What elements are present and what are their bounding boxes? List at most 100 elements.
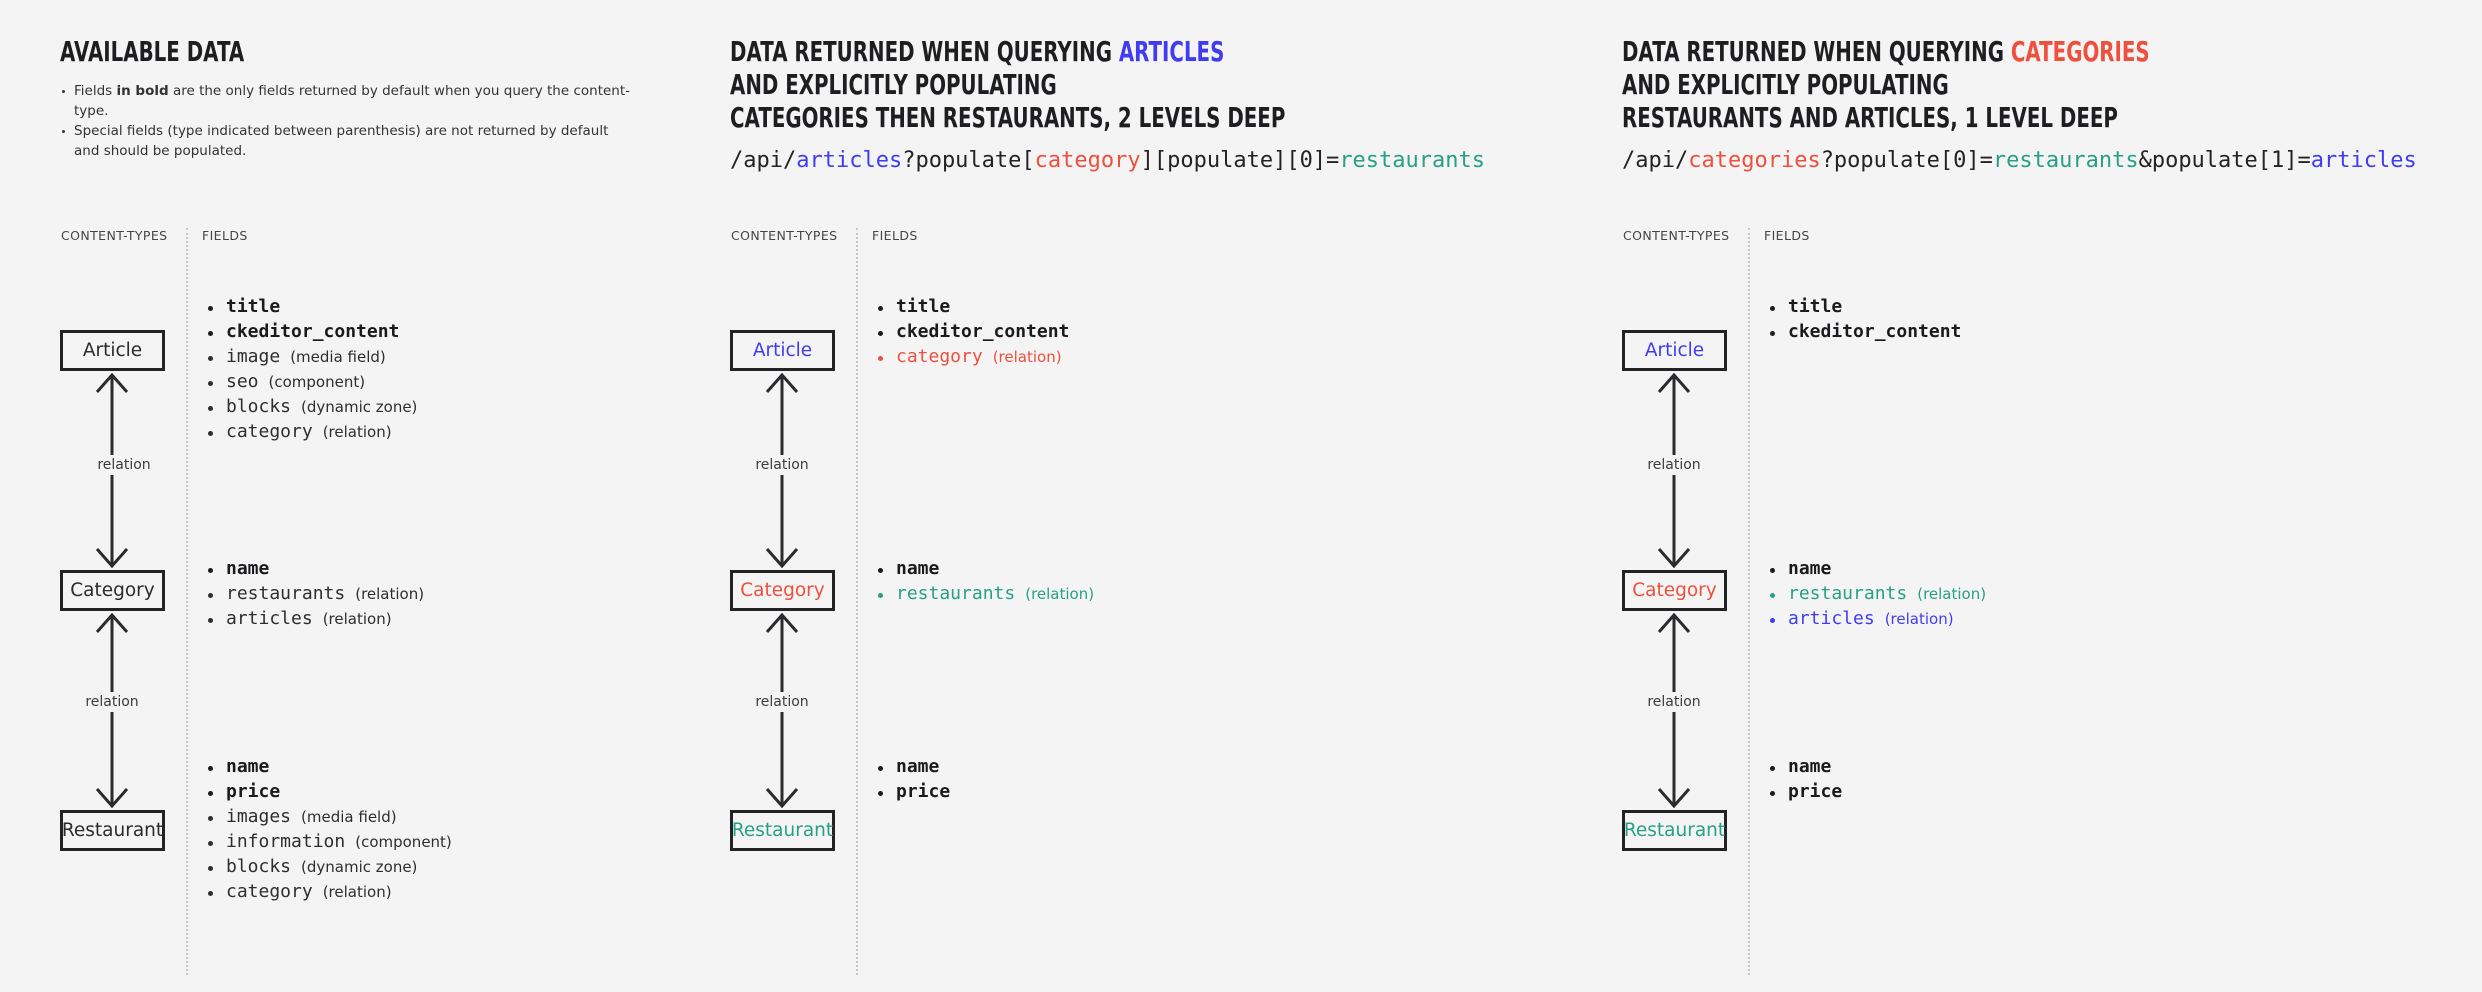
title-text: DATA RETURNED WHEN QUERYING xyxy=(1622,36,2011,68)
bullet-icon xyxy=(208,791,213,796)
field-name: category xyxy=(896,346,983,367)
field-name: name xyxy=(1788,756,1832,777)
bullet-icon xyxy=(208,381,213,386)
field-item: name xyxy=(208,558,424,583)
panel-query-categories: DATA RETURNED WHEN QUERYING CATEGORIES A… xyxy=(1620,0,2420,992)
note-item: Special fields (type indicated between p… xyxy=(62,121,647,161)
title-text: AVAILABLE DATA xyxy=(60,36,245,68)
title-line: AVAILABLE DATA xyxy=(60,36,244,69)
field-name: name xyxy=(226,756,270,777)
field-item: category (relation) xyxy=(208,421,417,446)
field-type: (component) xyxy=(268,373,366,391)
field-item: blocks(dynamic zone) xyxy=(208,856,452,881)
note-text: Fields in bold are the only fields retur… xyxy=(74,81,647,121)
note-text-part: Fields xyxy=(74,83,117,99)
node-article: Article xyxy=(60,330,165,371)
relation-label: relation xyxy=(742,692,822,712)
field-name: ckeditor_content xyxy=(1788,321,1962,342)
bullet-icon xyxy=(208,891,213,896)
node-category: Category xyxy=(730,570,835,611)
field-name: blocks xyxy=(226,396,292,417)
field-item: information (component) xyxy=(208,831,452,856)
bullet-icon xyxy=(878,306,883,311)
field-list-restaurant: name price images(media field) informati… xyxy=(208,756,452,906)
bullet-icon xyxy=(1770,593,1775,598)
bullet-icon xyxy=(208,618,213,623)
relation-label: relation xyxy=(742,455,822,475)
bullet-icon xyxy=(208,816,213,821)
bullet-icon xyxy=(208,356,213,361)
relation-label: relation xyxy=(1634,455,1714,475)
api-endpoint: /api/articles?populate[category][populat… xyxy=(730,147,1485,175)
bullet-icon xyxy=(1770,791,1775,796)
field-name: category xyxy=(226,421,313,442)
field-item: image (media field) xyxy=(208,346,417,371)
node-label: Restaurant xyxy=(1623,820,1726,841)
field-type: (dynamic zone) xyxy=(301,398,418,416)
field-type: (media field) xyxy=(301,808,397,826)
notes-list: Fields in bold are the only fields retur… xyxy=(62,81,647,161)
field-name: information xyxy=(226,831,346,852)
node-restaurant: Restaurant xyxy=(730,810,835,851)
field-name: price xyxy=(896,781,951,802)
field-item: title xyxy=(208,296,417,321)
field-list-article: title ckeditor_content image (media field… xyxy=(208,296,417,446)
field-type: (relation) xyxy=(1917,585,1987,603)
bullet-icon xyxy=(208,406,213,411)
code-segment: /api/ xyxy=(730,148,797,173)
panel-title: DATA RETURNED WHEN QUERYING ARTICLES AND… xyxy=(730,36,1285,135)
field-name: articles xyxy=(1788,608,1875,629)
relation-label: relation xyxy=(72,692,152,712)
bullet-icon xyxy=(878,356,883,361)
field-item: name xyxy=(878,558,1094,583)
title-line: RESTAURANTS AND ARTICLES, 1 LEVEL DEEP xyxy=(1622,102,2118,134)
field-name: image xyxy=(226,346,281,367)
field-item: name xyxy=(878,756,960,781)
panel-title: DATA RETURNED WHEN QUERYING CATEGORIES A… xyxy=(1622,36,2150,135)
field-name: title xyxy=(896,296,951,317)
bullet-icon xyxy=(878,791,883,796)
field-name: ckeditor_content xyxy=(226,321,400,342)
field-item: seo(component) xyxy=(208,371,417,396)
bullet-icon xyxy=(208,306,213,311)
node-label: Category xyxy=(1632,580,1717,601)
field-name: articles xyxy=(226,608,313,629)
field-name: ckeditor_content xyxy=(896,321,1070,342)
node-label: Article xyxy=(82,340,143,361)
field-item: price xyxy=(878,781,960,806)
node-label: Article xyxy=(752,340,813,361)
field-name: restaurants xyxy=(1788,583,1908,604)
field-type: (relation) xyxy=(322,423,392,441)
note-item: Fields in bold are the only fields retur… xyxy=(62,81,647,121)
note-text-bold: in bold xyxy=(116,83,169,99)
field-name: name xyxy=(1788,558,1832,579)
panel-title: AVAILABLE DATA xyxy=(60,36,244,69)
node-article: Article xyxy=(1622,330,1727,371)
field-item: category(relation) xyxy=(878,346,1079,371)
bullet-icon xyxy=(208,766,213,771)
field-type: (media field) xyxy=(290,348,386,366)
code-segment: restaurants xyxy=(1339,148,1486,173)
title-line: AND EXPLICITLY POPULATING xyxy=(730,69,1057,101)
field-name: title xyxy=(1788,296,1843,317)
bullet-icon xyxy=(878,568,883,573)
panel-available-data: AVAILABLE DATA Fields in bold are the on… xyxy=(58,0,858,992)
field-list-category: name restaurants(relation) articles(rela… xyxy=(1770,558,1986,633)
code-segment: restaurants xyxy=(1992,148,2139,173)
field-item: category(relation) xyxy=(208,881,452,906)
node-category: Category xyxy=(60,570,165,611)
node-article: Article xyxy=(730,330,835,371)
code-segment: articles xyxy=(796,148,903,173)
node-label: Category xyxy=(70,580,155,601)
bullet-icon xyxy=(208,331,213,336)
field-type: (component) xyxy=(355,833,452,851)
field-type: (relation) xyxy=(1025,585,1095,603)
panel-query-articles: DATA RETURNED WHEN QUERYING ARTICLES AND… xyxy=(728,0,1528,992)
bullet-icon xyxy=(878,593,883,598)
field-name: name xyxy=(896,756,940,777)
node-category: Category xyxy=(1622,570,1727,611)
field-name: price xyxy=(226,781,281,802)
field-item: ckeditor_content xyxy=(208,321,417,346)
field-name: name xyxy=(896,558,940,579)
